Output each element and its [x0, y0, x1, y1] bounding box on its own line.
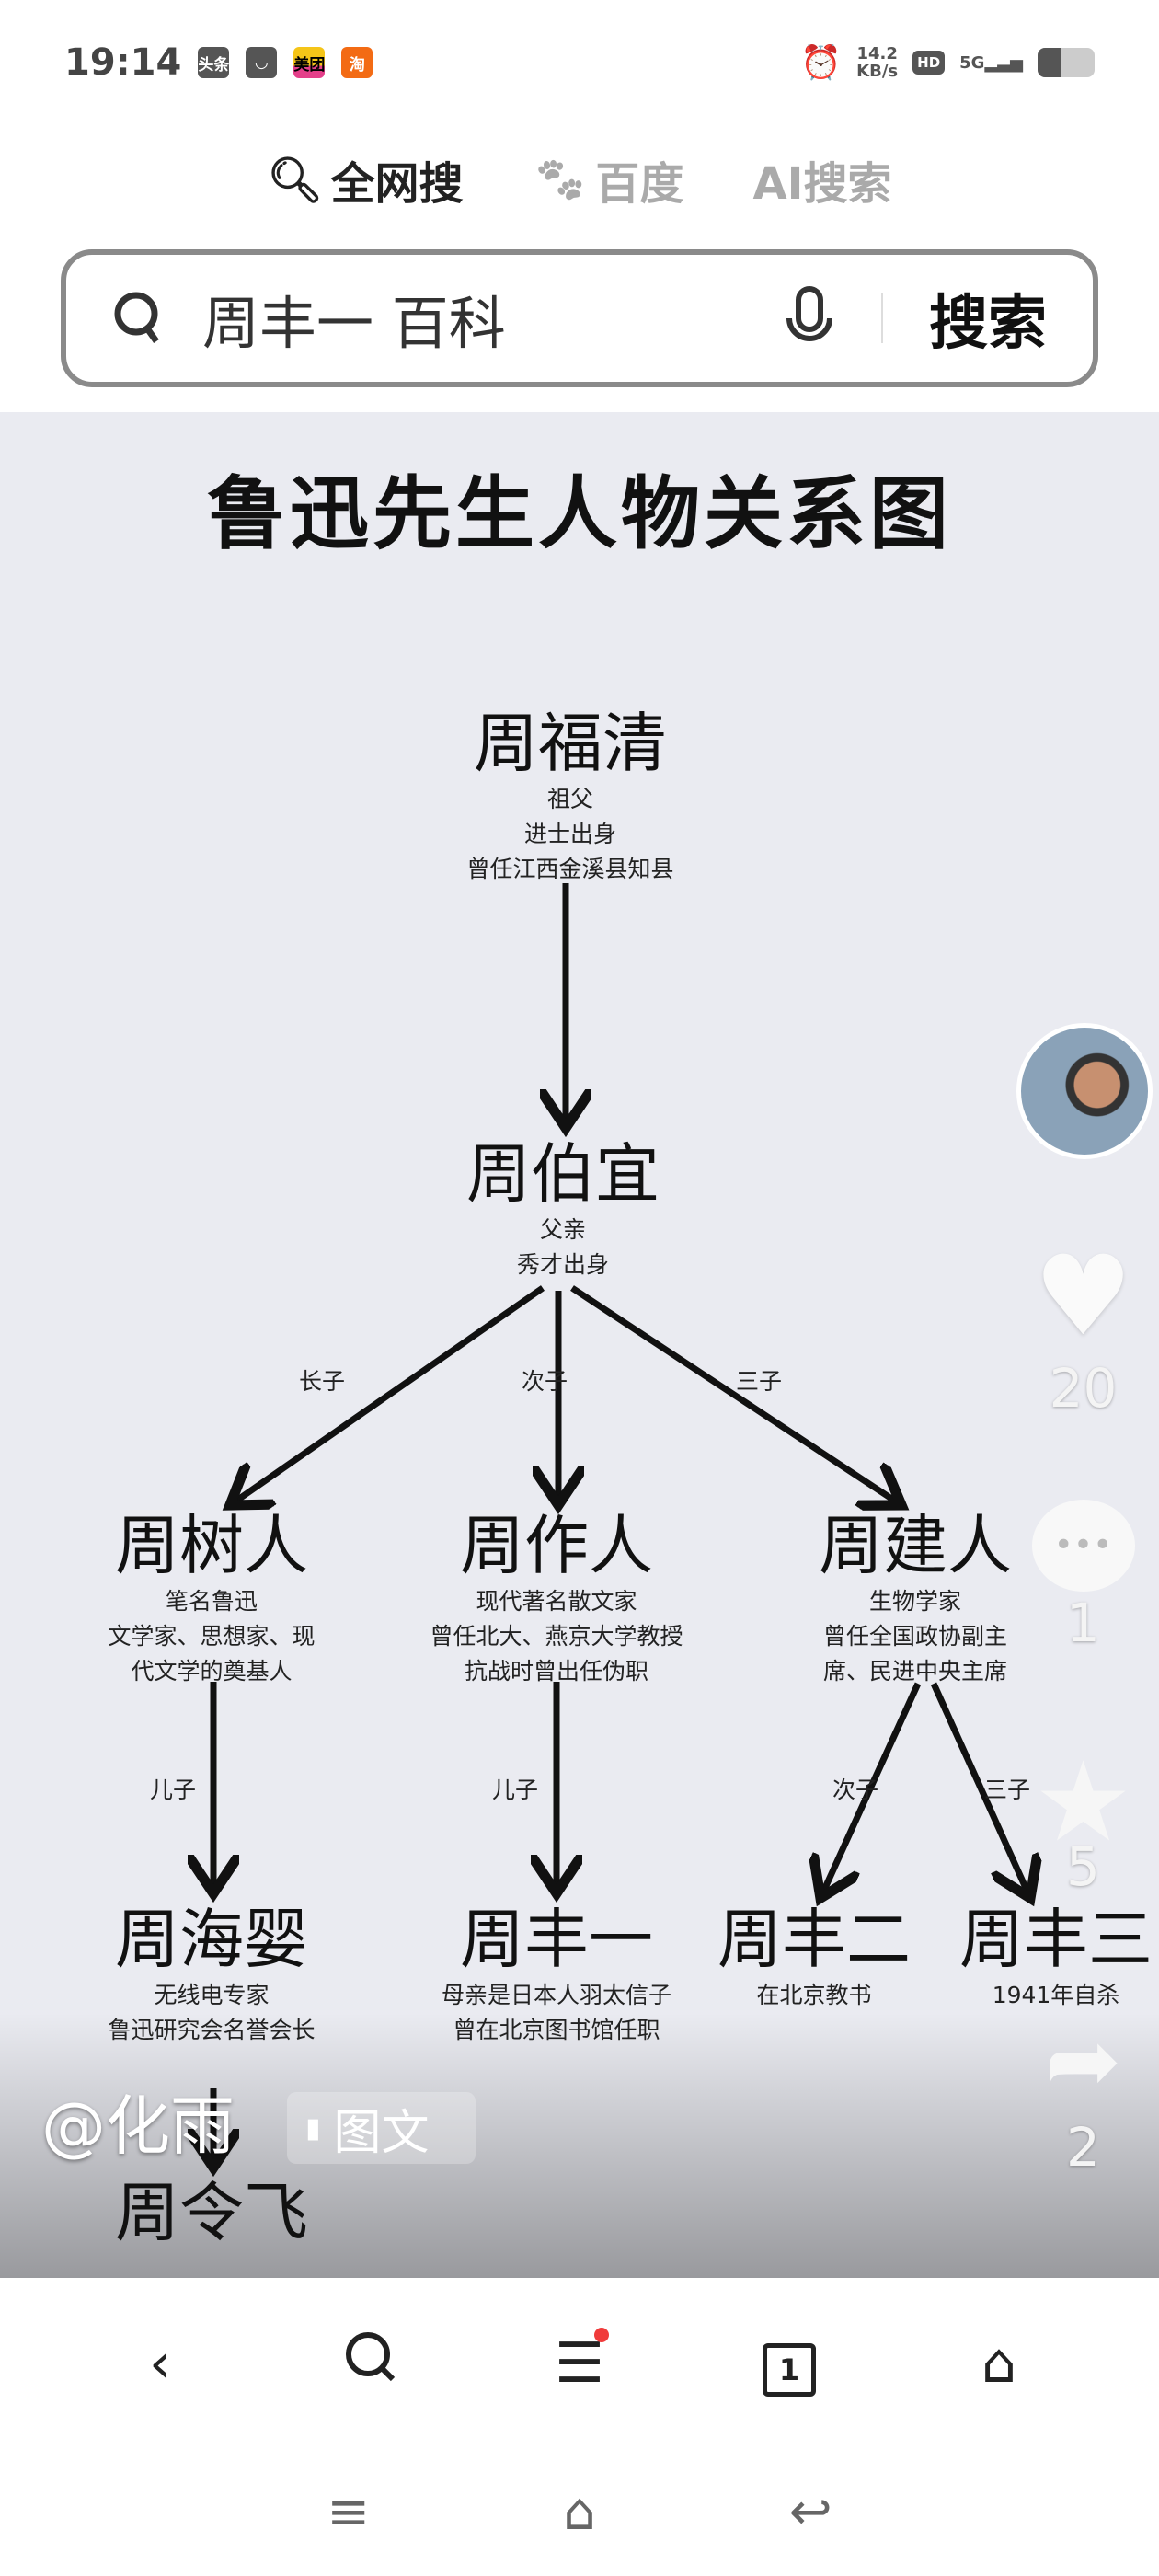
notification-dot	[594, 2327, 609, 2342]
author-avatar[interactable]	[1016, 1023, 1153, 1159]
arrow-boyi-jianren	[570, 1285, 901, 1505]
like-button[interactable]: ♥ 20	[1016, 1237, 1150, 1420]
toutiao-app-icon: 头条	[198, 47, 230, 78]
microphone-icon[interactable]	[784, 285, 835, 351]
arrow-jianren-fengsan	[930, 1682, 1030, 1898]
signal-icon: 5G▂▃▅	[959, 52, 1023, 73]
arrow-jianren-denger	[820, 1682, 922, 1898]
arrow-boyi-shuren	[230, 1285, 545, 1505]
favorite-button[interactable]: ★ 5	[1016, 1739, 1150, 1899]
message-app-icon: ◡	[246, 47, 278, 78]
home-icon[interactable]: ⌂	[563, 2481, 596, 2542]
hd-icon: HD	[912, 51, 946, 75]
meituan-app-icon: 美团	[293, 47, 326, 78]
edge-label: 次子	[521, 1368, 568, 1395]
tab-ai-search[interactable]: AI搜索	[752, 158, 892, 210]
node-zhou-shuren: 周树人 笔名鲁迅文学家、思想家、现代文学的奠基人	[108, 1508, 316, 1685]
node-zhou-denger: 周丰二 在北京教书	[717, 1902, 911, 2008]
clock: 19:14	[64, 41, 182, 84]
search-icon	[114, 292, 159, 344]
comment-icon: •••	[1031, 1500, 1135, 1592]
search-button-nav[interactable]	[324, 2328, 416, 2398]
edge-label: 次子	[832, 1777, 879, 1803]
edge-label: 儿子	[491, 1777, 539, 1803]
post-image[interactable]: 鲁迅先生人物关系图 周福清 祖父进士出身曾任江西金溪县知县 周伯宜 父亲秀才出身…	[0, 412, 1159, 2278]
node-zhou-zuoren: 周作人 现代著名散文家曾任北大、燕京大学教授抗战时曾出任伪职	[430, 1508, 683, 1685]
browser-toolbar: ‹ ☰ 1 ⌂	[0, 2278, 1159, 2448]
image-text-icon: ▮	[305, 2111, 321, 2145]
node-zhou-haiying: 周海婴 无线电专家鲁迅研究会名誉会长	[108, 1902, 316, 2043]
back-button[interactable]: ‹	[149, 2330, 171, 2396]
heart-icon: ♥	[1033, 1233, 1133, 1361]
edge-label: 三子	[735, 1368, 783, 1395]
search-box[interactable]: 周丰一 百科 搜索	[61, 249, 1098, 387]
author-handle[interactable]: @化雨	[41, 2088, 235, 2164]
post-type-badge: ▮图文	[287, 2092, 476, 2164]
node-zhou-fengsan: 周丰三 1941年自杀	[959, 1902, 1153, 2008]
node-zhou-fuqing: 周福清 祖父进士出身曾任江西金溪县知县	[466, 706, 674, 882]
comment-button[interactable]: ••• 1	[1016, 1500, 1150, 1654]
share-icon: ➦	[1044, 2007, 1122, 2114]
tab-baidu[interactable]: 🐾︎百度	[532, 154, 684, 211]
divider	[881, 293, 883, 343]
system-nav-bar: ≡ ⌂ ↩	[0, 2447, 1159, 2576]
tab-web-search[interactable]: 🔍︎全网搜	[267, 154, 464, 211]
node-zhou-fengyi: 周丰一 母亲是日本人羽太信子曾在北京图书馆任职	[441, 1902, 672, 2043]
taobao-app-icon: 淘	[341, 47, 373, 78]
relationship-arrows	[0, 883, 1159, 2278]
menu-button[interactable]: ☰	[534, 2327, 625, 2396]
home-button[interactable]: ⌂	[981, 2330, 1017, 2396]
diagram-title: 鲁迅先生人物关系图	[207, 468, 952, 560]
baidu-paw-icon: 🐾︎	[532, 154, 589, 206]
back-icon[interactable]: ↩	[788, 2481, 832, 2542]
menu-icon: ☰	[555, 2330, 604, 2396]
search-input[interactable]: 周丰一 百科	[202, 290, 506, 357]
search-icon	[346, 2332, 396, 2382]
node-zhou-lingfei: 周令飞	[115, 2175, 308, 2250]
search-icon: 🔍︎	[267, 154, 324, 206]
share-button[interactable]: ➦ 2	[1016, 2006, 1150, 2179]
edge-label: 三子	[983, 1777, 1031, 1803]
node-zhou-boyi: 周伯宜 父亲秀才出身	[466, 1136, 660, 1278]
search-source-tabs: 🔍︎全网搜 🐾︎百度 AI搜索	[0, 147, 1159, 212]
alarm-icon: ⏰	[800, 44, 843, 82]
edge-label: 儿子	[149, 1777, 197, 1803]
edge-label: 长子	[298, 1368, 346, 1395]
battery-icon	[1038, 48, 1095, 77]
recent-apps-icon[interactable]: ≡	[327, 2481, 371, 2542]
star-icon: ★	[1033, 1739, 1133, 1867]
tabs-button[interactable]: 1	[743, 2329, 835, 2397]
search-button[interactable]: 搜索	[929, 290, 1047, 358]
node-zhou-jianren: 周建人 生物学家曾任全国政协副主席、民进中央主席	[819, 1508, 1012, 1685]
